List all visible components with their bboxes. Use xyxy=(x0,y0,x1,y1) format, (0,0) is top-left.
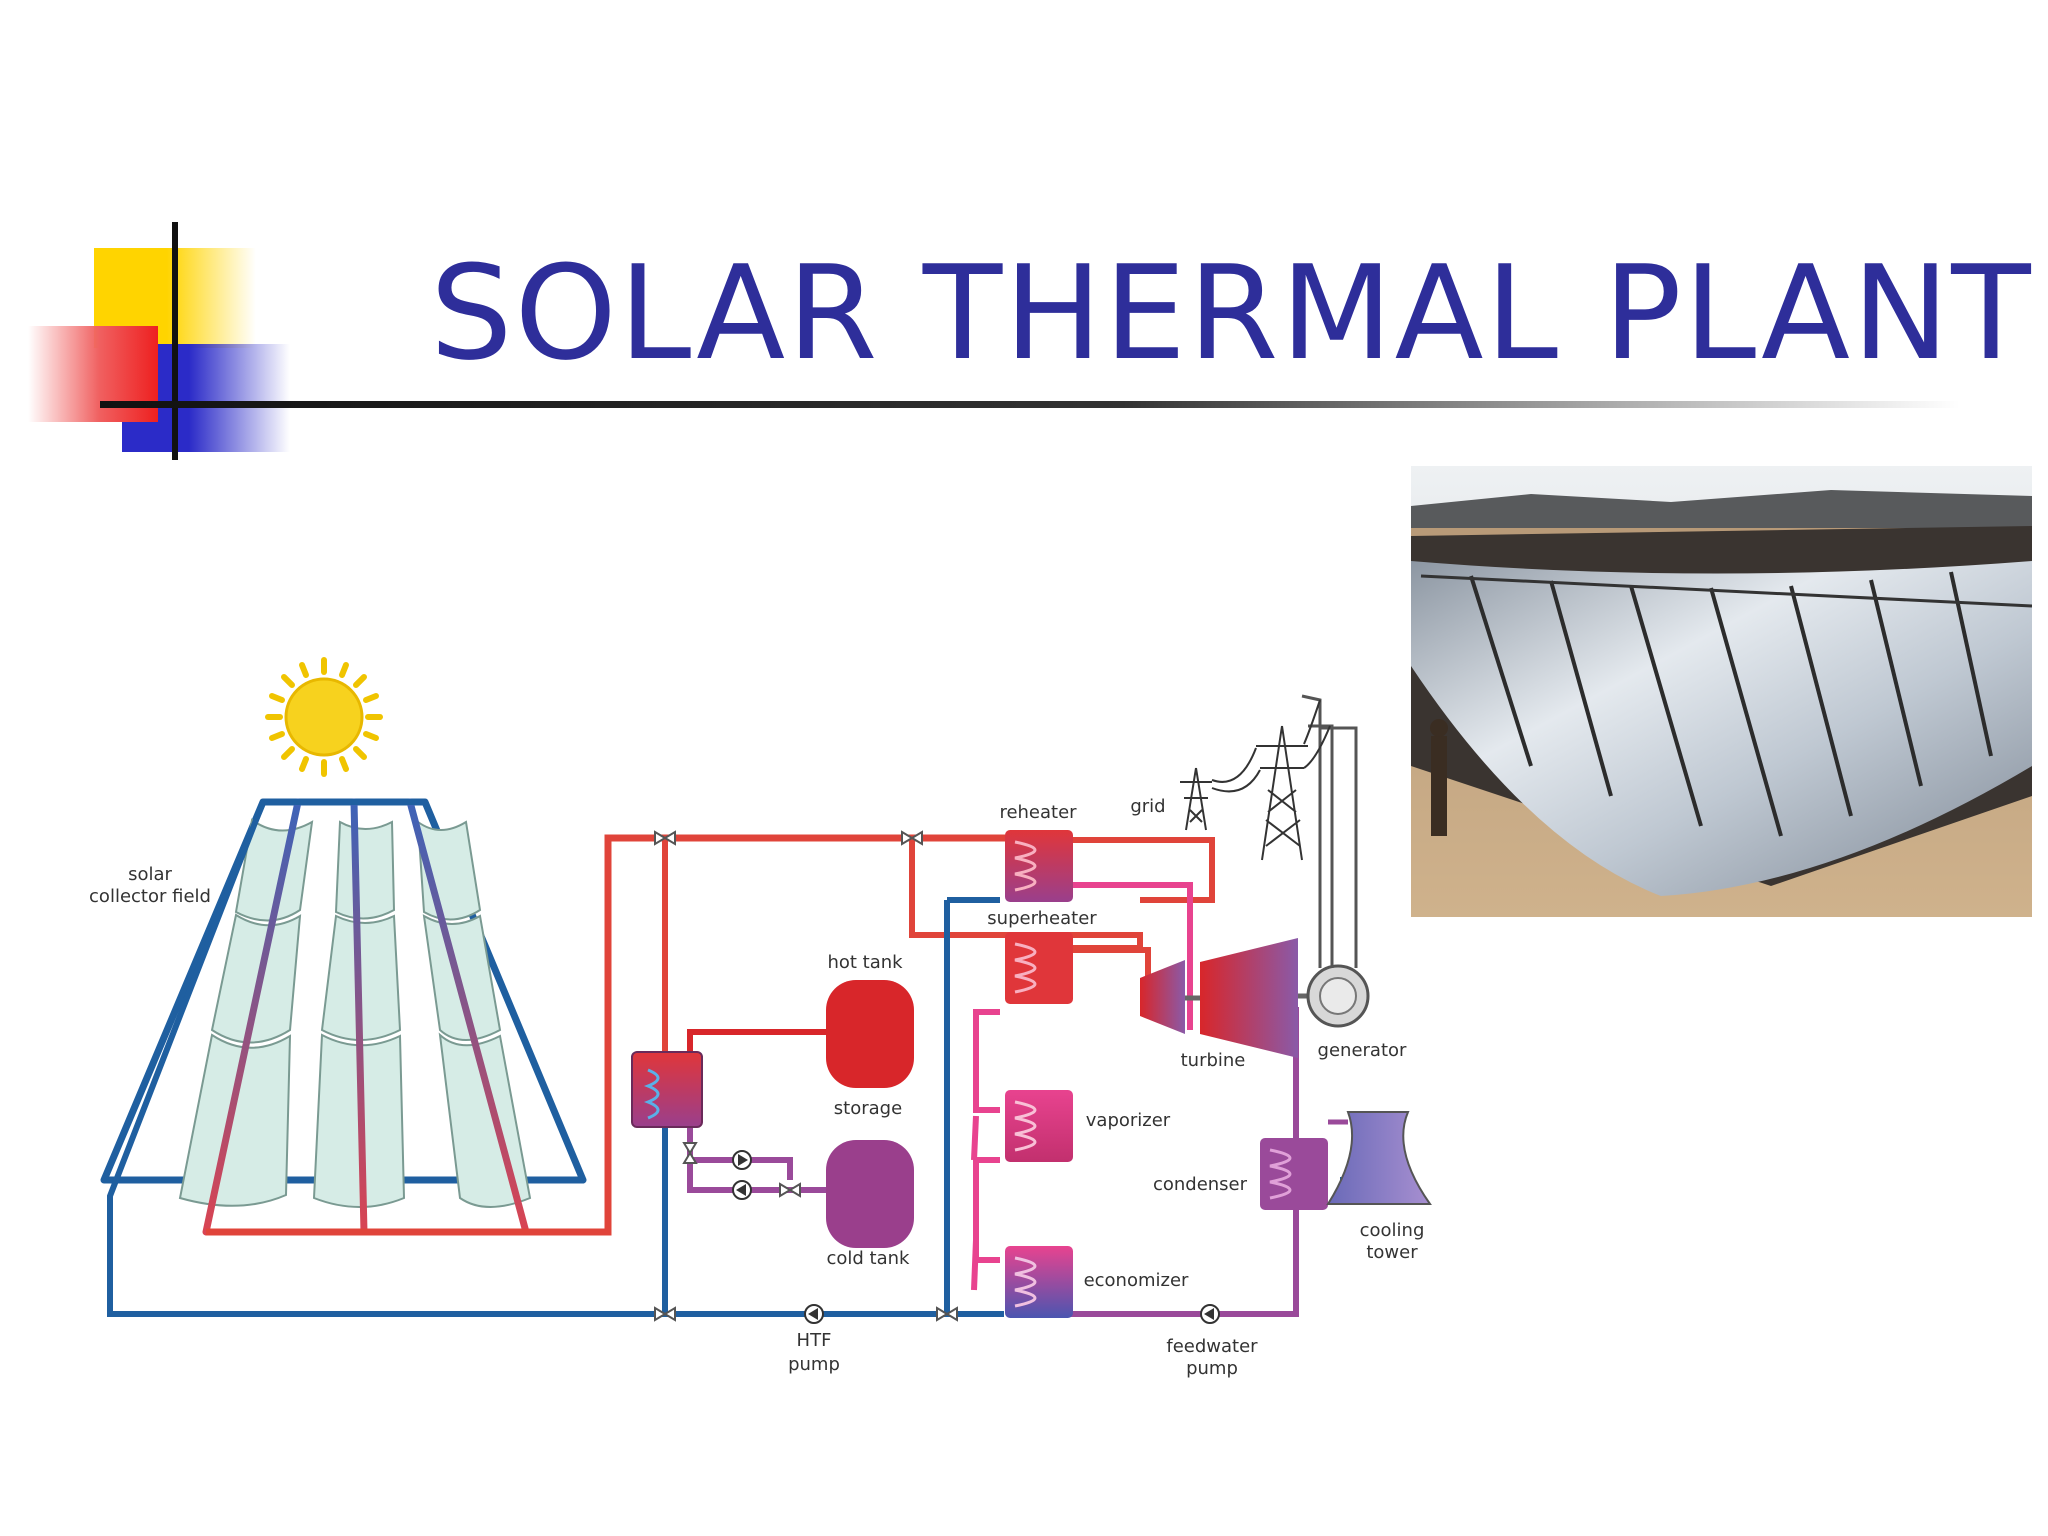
label-vaporizer: vaporizer xyxy=(1086,1110,1171,1131)
hot-tank xyxy=(826,980,914,1088)
feedwater-pump-icon xyxy=(1200,1304,1220,1324)
reheater-exchanger xyxy=(1005,830,1073,902)
sun-icon xyxy=(265,657,383,777)
storage-heat-exchanger xyxy=(631,1051,703,1128)
label-superheater: superheater xyxy=(987,908,1097,929)
label-storage: storage xyxy=(834,1098,902,1119)
label-solar: solar xyxy=(128,864,172,885)
label-tower: tower xyxy=(1366,1242,1418,1263)
label-hot-tank: hot tank xyxy=(827,952,903,973)
label-feedwater: feedwater xyxy=(1166,1336,1258,1357)
label-collector-field: collector field xyxy=(89,886,211,907)
htf-pump-icon xyxy=(804,1304,824,1324)
label-economizer: economizer xyxy=(1084,1270,1189,1291)
collector-photo xyxy=(1411,466,2032,917)
label-htf: HTF xyxy=(797,1330,832,1351)
vaporizer-exchanger xyxy=(1005,1090,1073,1162)
title-underline xyxy=(100,401,1960,408)
cold-tank xyxy=(826,1140,914,1248)
superheater-exchanger xyxy=(1005,932,1073,1004)
label-feedwater-pump: pump xyxy=(1186,1358,1238,1379)
label-htf-pump: pump xyxy=(788,1354,840,1375)
generator-icon xyxy=(1306,964,1370,1028)
cooling-tower-icon xyxy=(1326,1111,1432,1205)
condenser-exchanger xyxy=(1260,1138,1328,1210)
turbine-lp xyxy=(1200,938,1298,1058)
label-generator: generator xyxy=(1318,1040,1407,1061)
label-grid: grid xyxy=(1130,796,1165,817)
grid-pylon-icon xyxy=(1180,699,1331,861)
label-cold-tank: cold tank xyxy=(827,1248,911,1269)
slide-title: SOLAR THERMAL PLANT xyxy=(430,237,2033,389)
economizer-exchanger xyxy=(1005,1246,1073,1318)
turbine-hp xyxy=(1140,960,1185,1034)
label-turbine: turbine xyxy=(1181,1050,1246,1071)
label-reheater: reheater xyxy=(999,802,1077,823)
label-condenser: condenser xyxy=(1153,1174,1248,1195)
corner-vertical-line xyxy=(172,222,178,460)
label-cooling: cooling xyxy=(1360,1220,1425,1241)
